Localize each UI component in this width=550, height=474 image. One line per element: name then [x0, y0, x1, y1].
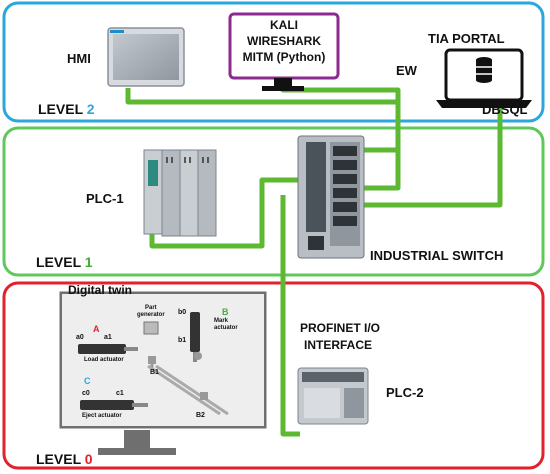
profinet-line1: PROFINET I/O [300, 321, 381, 335]
mark-actuator-label: Mark actuator [214, 318, 238, 332]
sensor-b1-label: B1 [150, 369, 159, 376]
label-b0: b0 [178, 309, 187, 316]
plc2-device [297, 367, 369, 425]
level2-word: LEVEL [38, 101, 83, 117]
kali-label: KALI WIRESHARK MITM (Python) [230, 17, 338, 65]
digital-twin-monitor [59, 291, 267, 455]
level2-frame [2, 1, 545, 123]
sensor-b2-label: B2 [196, 412, 205, 419]
tia-portal-label: TIA PORTAL [428, 31, 505, 46]
part-generator-line2: generator [137, 312, 165, 318]
level0-frame [2, 281, 545, 470]
label-a0: a0 [76, 334, 84, 341]
ew-label: EW [396, 63, 417, 78]
label-c0: c0 [82, 390, 90, 397]
plc2-label: PLC-2 [386, 385, 424, 400]
cable-tia-switch [350, 107, 503, 208]
cable-switch-plc2 [280, 195, 300, 437]
label-b1: b1 [178, 337, 187, 344]
letter-c: C [84, 376, 91, 386]
kali-line2: WIRESHARK [247, 34, 321, 48]
label-a1: a1 [104, 334, 112, 341]
level1-frame [2, 126, 545, 277]
level1-number: 1 [84, 254, 93, 270]
letter-a: A [93, 324, 100, 334]
industrial-switch-device [297, 135, 365, 259]
tia-laptop [436, 48, 532, 108]
profinet-label: PROFINET I/O INTERFACE [300, 320, 380, 354]
kali-monitor [228, 12, 340, 91]
level0-label: LEVEL 0 [36, 451, 93, 467]
level1-label: LEVEL 1 [36, 254, 93, 270]
kali-line3: MITM (Python) [242, 50, 326, 64]
letter-b: B [222, 307, 229, 317]
level2-label: LEVEL 2 [38, 101, 95, 117]
level0-number: 0 [84, 451, 93, 467]
part-generator-label: Part generator [137, 305, 165, 319]
mark-actuator-line1: Mark [214, 318, 229, 324]
profinet-line2: INTERFACE [304, 338, 373, 352]
dbsql-label: DBSQL [482, 102, 528, 117]
cable-plc1-switch [149, 177, 308, 249]
hmi-panel [107, 27, 185, 87]
hmi-label: HMI [67, 51, 91, 66]
digital-twin-title: Digital twin [68, 283, 132, 297]
kali-line1: KALI [270, 18, 298, 32]
load-actuator-label: Load actuator [84, 357, 124, 363]
level1-word: LEVEL [36, 254, 81, 270]
level2-number: 2 [86, 101, 95, 117]
level0-word: LEVEL [36, 451, 81, 467]
plc1-device [143, 149, 217, 237]
part-generator-line1: Part [145, 305, 157, 311]
eject-actuator-label: Eject actuator [82, 413, 122, 419]
label-c1: c1 [116, 390, 124, 397]
mark-actuator-line2: actuator [214, 325, 238, 331]
switch-label: INDUSTRIAL SWITCH [370, 248, 504, 263]
plc1-label: PLC-1 [86, 191, 124, 206]
